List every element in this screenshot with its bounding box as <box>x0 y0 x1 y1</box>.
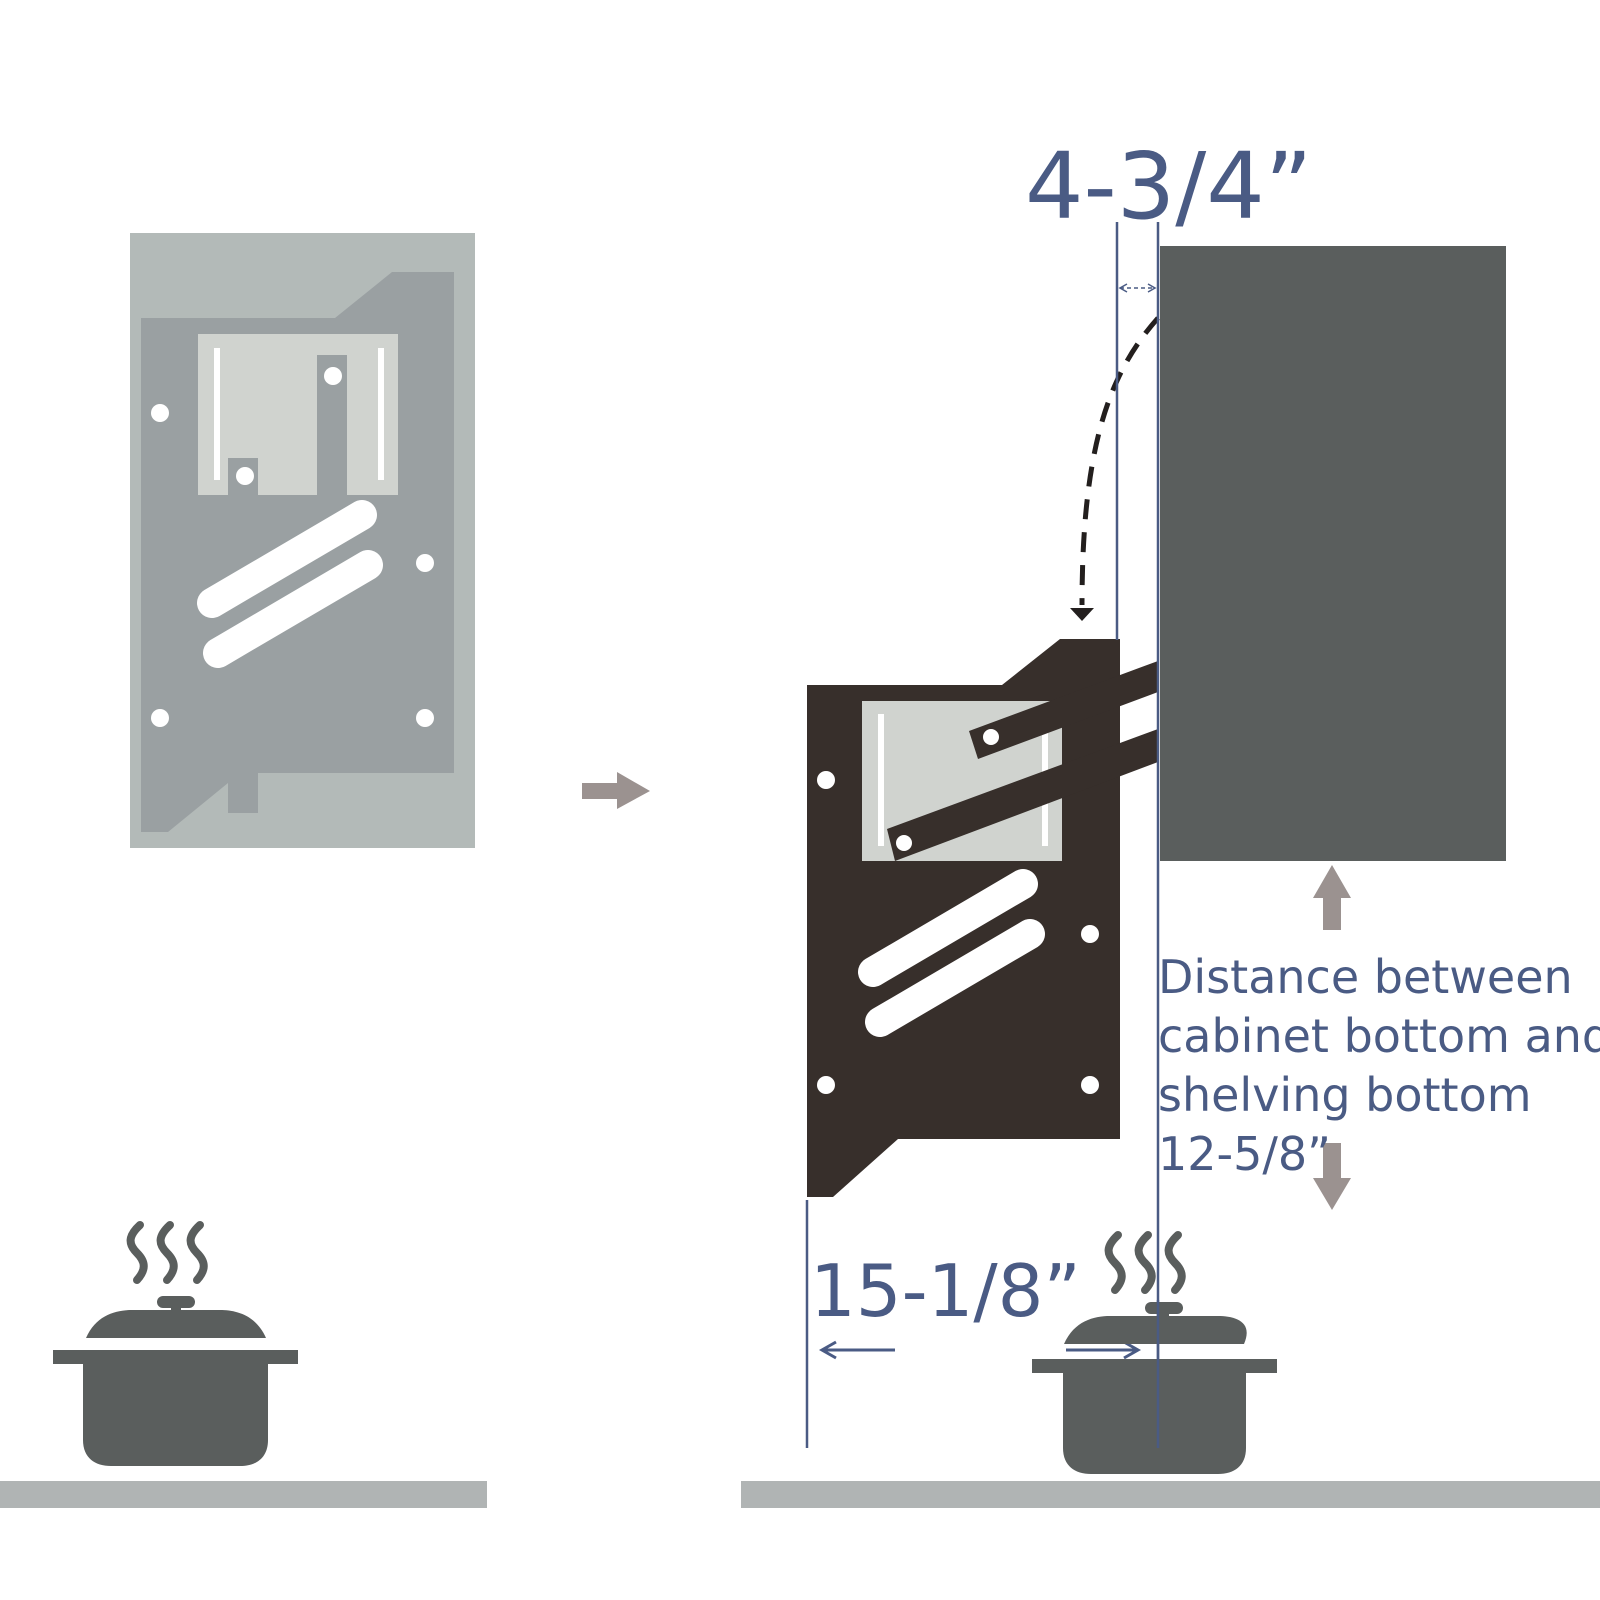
arm-pivot-hole <box>983 729 999 745</box>
extended-slot <box>858 869 1038 987</box>
extended-hole <box>817 1076 835 1094</box>
support-arm-lower <box>887 729 1158 861</box>
arrow-right-icon <box>582 772 650 809</box>
support-arm-upper <box>969 661 1158 759</box>
distance-note-line: cabinet bottom and <box>1158 1009 1600 1063</box>
cooking-pot-icon <box>1032 1302 1277 1474</box>
folded-hole <box>151 709 169 727</box>
folded-panel-slot-right <box>378 348 384 480</box>
distance-note-value: 12-5/8” <box>1158 1127 1331 1181</box>
folded-shelf-bracket <box>130 233 475 848</box>
arrow-down-icon <box>1313 1143 1351 1210</box>
folded-hole <box>324 367 342 385</box>
folded-hole <box>416 554 434 572</box>
extended-hole <box>817 771 835 789</box>
extended-hole <box>1081 925 1099 943</box>
left-countertop <box>0 1481 487 1508</box>
folded-hole <box>151 404 169 422</box>
right-countertop <box>741 1481 1600 1508</box>
folded-panel-slot-left <box>214 348 220 480</box>
extended-hole <box>1081 1076 1099 1094</box>
fold-motion-path <box>1079 316 1160 606</box>
cabinet <box>1160 246 1506 861</box>
folded-hole <box>236 467 254 485</box>
distance-note-line: Distance between <box>1158 950 1573 1004</box>
distance-note-line: shelving bottom <box>1158 1068 1532 1122</box>
folded-depth-label: 4-3/4” <box>1025 133 1312 240</box>
steam-icon <box>1104 1231 1186 1294</box>
extended-depth-label: 15-1/8” <box>810 1249 1081 1333</box>
folded-depth-arrow <box>1118 283 1157 293</box>
arrow-up-icon <box>1313 865 1351 930</box>
arm-pivot-hole <box>896 835 912 851</box>
extended-panel-slot-left <box>878 714 884 846</box>
cooking-pot-icon <box>53 1296 298 1466</box>
extended-slot <box>865 919 1045 1037</box>
extended-depth-arrows <box>818 1340 1142 1360</box>
folded-slot <box>203 550 383 668</box>
fold-motion-arrowhead <box>1070 608 1094 621</box>
folded-slot <box>197 500 377 618</box>
folded-inner-panel <box>198 334 398 495</box>
folded-hole <box>416 709 434 727</box>
steam-icon <box>126 1221 208 1284</box>
distance-note: Distance between cabinet bottom and shel… <box>1158 950 1600 1181</box>
extended-shelf-bracket <box>807 639 1158 1197</box>
dimension-lines <box>805 222 1160 1448</box>
